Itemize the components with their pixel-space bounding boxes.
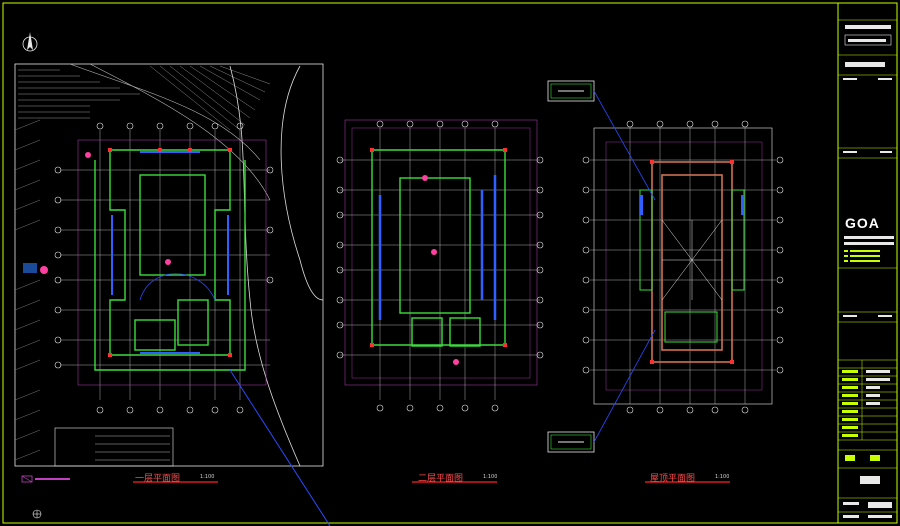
ground-floor-plan [14,63,331,526]
plan-title-roof: 屋顶平面图 [650,474,696,484]
plan-title-ground-floor: 一层平面图 [135,474,181,484]
title-block [838,19,897,518]
north-arrow-icon [22,32,38,52]
company-logo: GOA [845,215,880,231]
plan-scale-ground-floor: 1:100 [200,474,215,480]
second-floor-plan [336,119,544,412]
plan-title-second-floor: 二层平面图 [418,474,464,484]
roof-plan [547,80,784,453]
plan-scale-roof: 1:100 [715,474,730,480]
plan-scale-second-floor: 1:100 [483,474,498,480]
